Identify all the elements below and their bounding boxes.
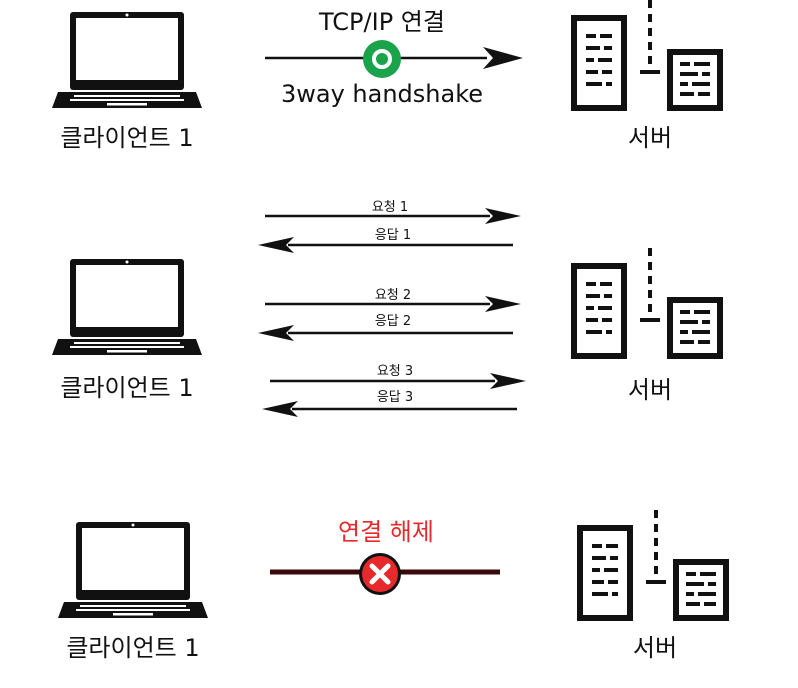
client-label: 클라이언트 1 xyxy=(66,634,200,662)
scene-disconnect: 클라이언트 1 연결 해제 서버 xyxy=(0,500,798,688)
response-label: 응답 2 xyxy=(374,314,412,329)
scene-request-response: 클라이언트 1 요청 1 응답 1 요청 2 응답 2 요청 3 응답 3 xyxy=(0,190,798,450)
response-label: 응답 3 xyxy=(376,390,414,405)
laptop-icon xyxy=(58,522,208,618)
server-label: 서버 xyxy=(627,376,673,404)
response-arrow xyxy=(258,237,513,253)
request-arrow xyxy=(265,208,521,224)
connection-title: TCP/IP 연결 xyxy=(319,8,445,36)
connected-circle-icon xyxy=(363,40,401,78)
x-icon xyxy=(359,553,401,595)
response-label: 응답 1 xyxy=(374,228,412,243)
server-label: 서버 xyxy=(632,634,678,662)
laptop-icon xyxy=(52,12,202,108)
request-label: 요청 3 xyxy=(376,364,414,379)
server-icon xyxy=(577,510,729,621)
response-arrow xyxy=(258,325,513,341)
request-label: 요청 1 xyxy=(371,200,409,215)
request-arrow xyxy=(265,296,521,312)
server-icon xyxy=(571,0,723,111)
request-label: 요청 2 xyxy=(374,288,412,303)
disconnect-title: 연결 해제 xyxy=(338,518,434,546)
client-label: 클라이언트 1 xyxy=(60,124,194,152)
request-arrow xyxy=(270,373,526,389)
scene-tcp-connect: 클라이언트 1 TCP/IP 연결 3way handshake xyxy=(0,0,798,200)
laptop-icon xyxy=(52,259,202,355)
connection-subtitle: 3way handshake xyxy=(280,80,484,108)
response-arrow xyxy=(262,401,517,417)
server-label: 서버 xyxy=(627,124,673,152)
server-icon xyxy=(571,248,723,359)
client-label: 클라이언트 1 xyxy=(60,374,194,402)
